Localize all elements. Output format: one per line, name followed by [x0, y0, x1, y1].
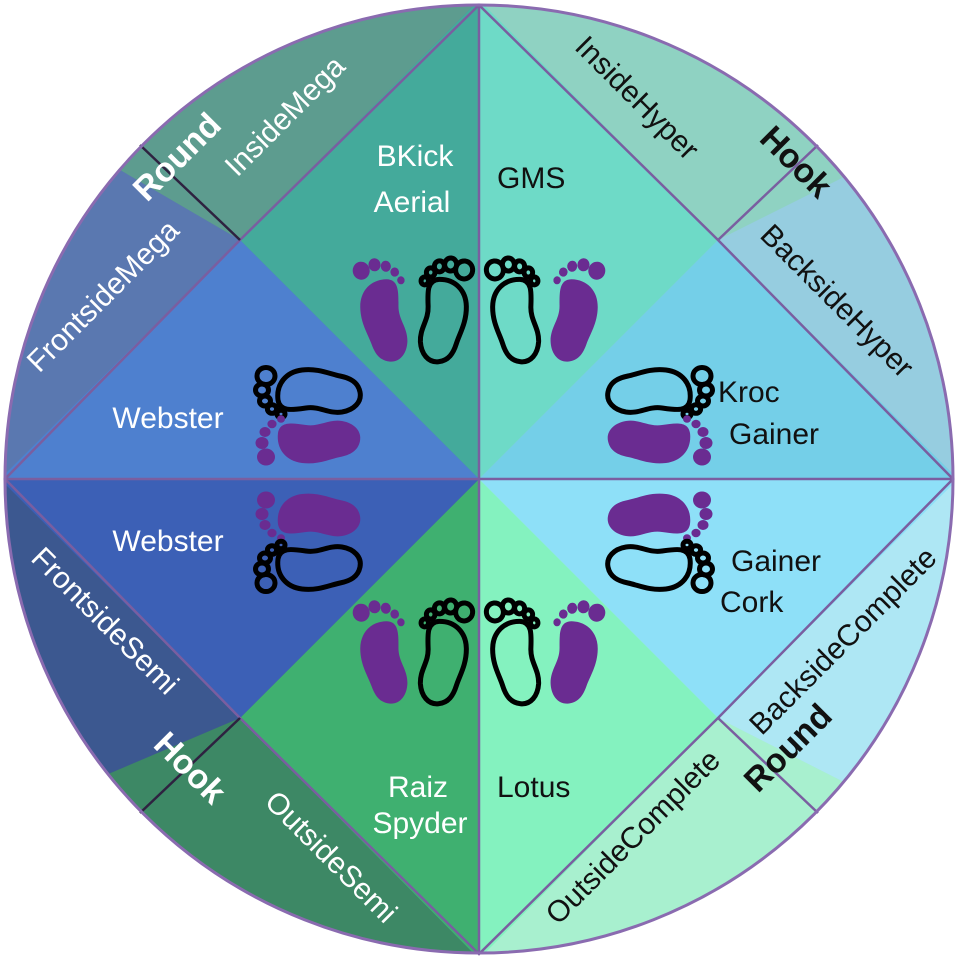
sector-bottom-right	[479, 479, 718, 953]
move-label-aerial: Aerial	[374, 186, 451, 219]
wheel-outline	[3, 3, 955, 955]
divider-lines	[3, 3, 955, 956]
sector-right-upper	[479, 240, 953, 479]
move-label-gainer-upper: Gainer	[729, 418, 819, 451]
sector-right-lower	[479, 479, 953, 718]
move-label-lotus: Lotus	[497, 771, 570, 804]
move-label-gainer-lower: Gainer	[731, 545, 821, 578]
sector-top-left	[240, 5, 479, 479]
sector-left-upper	[5, 240, 479, 479]
move-label-cork: Cork	[720, 586, 784, 619]
sector-top-right	[479, 5, 718, 479]
move-label-kroc: Kroc	[718, 376, 780, 409]
move-label-spyder: Spyder	[372, 807, 467, 840]
move-label-gms: GMS	[497, 162, 565, 195]
sector-bottom-left	[240, 479, 479, 953]
move-label-raiz: Raiz	[388, 771, 448, 804]
move-label-bkick: BKick	[377, 140, 455, 173]
move-label-webster-lower: Webster	[112, 525, 223, 558]
move-label-webster-upper: Webster	[112, 402, 223, 435]
sector-left-lower	[5, 479, 479, 718]
